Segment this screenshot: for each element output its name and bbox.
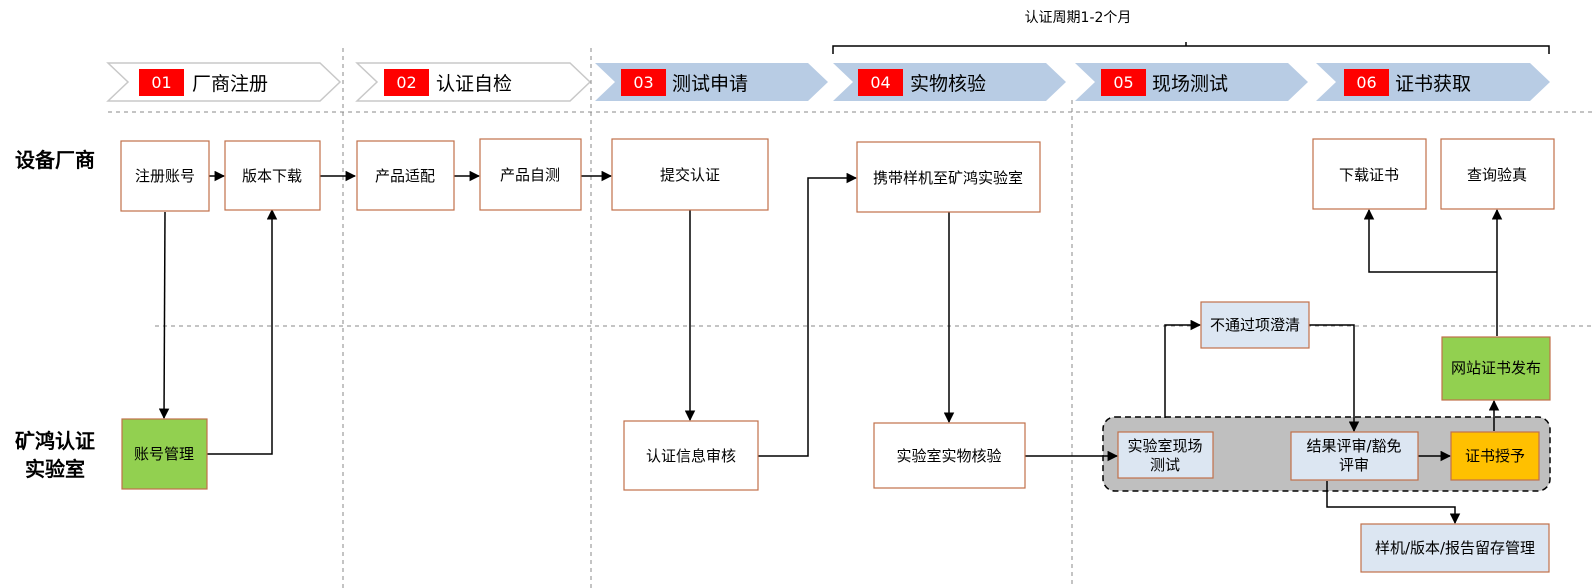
phase-02-label: 认证自检 [436,73,512,95]
node-product-adaptation-label: 产品适配 [375,167,435,185]
phase-04-number: 04 [870,73,890,92]
node-download-version-label: 版本下载 [242,167,302,185]
phase-06: 06 证书获取 [1316,63,1550,101]
node-lab-physical-check-label: 实验室实物核验 [896,447,1001,465]
phase-03-label: 测试申请 [672,73,748,95]
node-account-management-label: 账号管理 [134,445,194,463]
node-result-review: 结果评审/豁免 评审 [1290,431,1419,481]
node-register-account: 注册账号 [120,140,210,212]
phase-05-number: 05 [1113,73,1133,92]
node-download-cert: 下载证书 [1312,138,1427,210]
flow-nodes: 注册账号 版本下载 账号管理 产品适配 产品自测 提交认证 认证信息审核 携带 [120,138,1555,573]
phase-06-label: 证书获取 [1395,73,1471,95]
node-product-adaptation: 产品适配 [356,140,455,211]
phase-06-number: 06 [1356,73,1376,92]
separators [108,48,1594,588]
node-failed-item-clarify-label: 不通过项澄清 [1210,316,1300,334]
lane-lab-label-line1: 矿鸿认证 [15,429,95,453]
connectors [158,170,1503,525]
phase-02: 02 认证自检 [355,62,592,102]
phase-05-label: 现场测试 [1152,73,1228,95]
phase-05: 05 现场测试 [1075,63,1308,101]
node-download-version: 版本下载 [224,140,321,211]
node-lab-physical-check: 实验室实物核验 [873,422,1026,489]
phase-03-number: 03 [633,73,653,92]
node-account-management: 账号管理 [121,418,208,490]
node-bring-samples-label: 携带样机至矿鸿实验室 [873,169,1023,187]
phase-01-number: 01 [151,73,171,92]
phase-01: 01 厂商注册 [106,62,342,102]
node-download-cert-label: 下载证书 [1339,166,1399,184]
node-sample-archive: 样机/版本/报告留存管理 [1360,523,1550,573]
node-failed-item-clarify: 不通过项澄清 [1200,301,1310,349]
phase-04: 04 实物核验 [833,63,1066,101]
node-product-selftest-label: 产品自测 [500,166,560,184]
node-web-cert-publish-label: 网站证书发布 [1451,359,1541,377]
phase-02-number: 02 [396,73,416,92]
phase-header: 01 厂商注册 02 认证自检 03 测试申请 04 实物核验 05 现场测试 [106,62,1550,102]
node-cert-grant-label: 证书授予 [1465,447,1525,465]
node-lab-onsite-test-label-line2: 测试 [1150,456,1180,474]
node-submit-certification: 提交认证 [611,138,769,211]
node-cert-grant: 证书授予 [1450,431,1540,481]
node-lab-onsite-test: 实验室现场 测试 [1117,431,1214,479]
node-lab-onsite-test-label-line1: 实验室现场 [1127,437,1202,455]
node-info-review-label: 认证信息审核 [646,447,736,465]
period-bracket: 认证周期1-2个月 [832,10,1550,54]
node-sample-archive-label: 样机/版本/报告留存管理 [1375,539,1535,557]
node-web-cert-publish: 网站证书发布 [1441,336,1551,401]
phase-04-label: 实物核验 [910,73,986,95]
phase-01-label: 厂商注册 [192,73,268,95]
node-product-selftest: 产品自测 [479,138,582,211]
period-label: 认证周期1-2个月 [1025,10,1132,26]
node-bring-samples: 携带样机至矿鸿实验室 [856,141,1041,213]
node-register-account-label: 注册账号 [135,167,195,185]
node-verify-cert-label: 查询验真 [1467,166,1527,184]
node-submit-certification-label: 提交认证 [660,166,720,184]
node-verify-cert: 查询验真 [1440,138,1555,210]
lane-vendor-label: 设备厂商 [15,148,95,172]
node-result-review-label-line2: 评审 [1339,456,1369,474]
node-result-review-label-line1: 结果评审/豁免 [1306,437,1401,455]
node-info-review: 认证信息审核 [623,420,759,491]
lane-lab-label-line2: 实验室 [25,457,85,481]
phase-03: 03 测试申请 [595,63,828,101]
